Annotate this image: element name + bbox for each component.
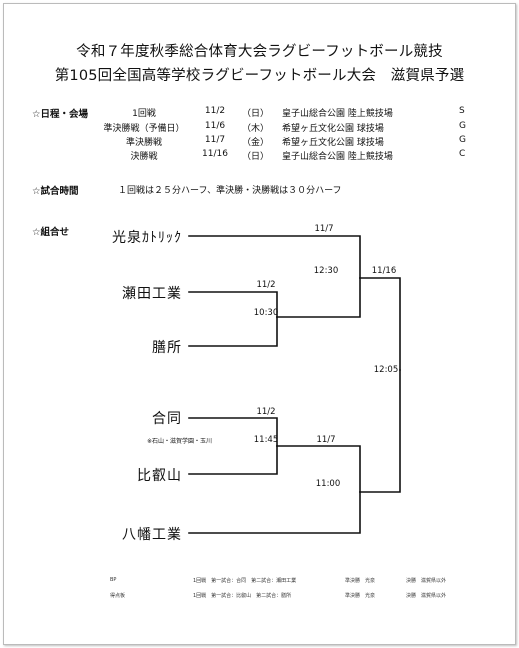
bracket-line-koisen [188,235,361,279]
sf-top-time: 12:30 [313,266,339,276]
page-subtitle: 第105回全国高等学校ラグビーフットボール大会 滋賀県予選 [54,68,465,84]
footer-r1-label: BP [110,577,117,583]
schedule-round: 決勝戦 [130,152,158,162]
team-zeze: 膳所 [152,340,182,356]
footer-r1-sf: 準決勝 光泉 [345,578,376,584]
footer-r2-games: 1回戦 第一試合：比叡山 第二試合：膳所 [193,593,292,599]
final-date: 11/16 [371,266,397,276]
r1-bot-time: 11:45 [253,435,279,445]
schedule-date: 11/16 [202,149,228,159]
schedule-heading: ☆日程・会場 [32,109,89,120]
bracket-heading: ☆組合せ [32,227,70,238]
footer-r2-label: 得点板 [110,593,126,599]
r1-top-time: 10:30 [253,308,279,318]
schedule-date: 11/6 [204,121,226,131]
schedule-code: S [459,106,465,116]
bracket-line-hieizan [188,445,278,475]
final-time: 12:05 [373,365,399,375]
team-hachiman-kogyo: 八幡工業 [122,527,182,543]
schedule-round: 1回戦 [132,109,156,119]
bracket-line-hachiman [188,491,361,534]
schedule-date: 11/2 [204,106,226,116]
match-duration-text: １回戦は２５分ハーフ、準決勝・決勝戦は３０分ハーフ [118,186,342,196]
schedule-round: 準決勝戦 [125,138,162,148]
footer-r1-final: 決勝 滋賀県以外 [406,578,447,584]
footer-r2-final: 決勝 滋賀県以外 [406,593,447,599]
schedule-date: 11/7 [204,135,226,145]
footer-r2-sf: 準決勝 光泉 [345,593,376,599]
schedule-round: 準決勝戦（予備日） [103,124,185,134]
schedule-code: C [459,149,466,159]
footer-r1-games: 1回戦 第一試合：合同 第二試合：瀬田工業 [193,578,297,584]
page-frame [3,3,516,645]
team-koisen-catholic: 光泉ｶﾄﾘｯｸ [112,230,182,246]
sf-top-date: 11/7 [314,224,334,234]
bracket-line-r1-top-winner [276,277,361,318]
schedule-code: G [459,121,466,131]
sf-bot-date: 11/7 [316,435,336,445]
team-hieizan: 比叡山 [137,468,182,484]
schedule-day: （木） [242,124,270,134]
time-heading: ☆試合時間 [32,186,79,197]
bracket-line-godo [188,417,278,447]
page-title: 令和７年度秋季総合体育大会ラグビーフットボール競技 [76,44,443,60]
schedule-venue: 希望ヶ丘文化公園 球技場 [282,138,384,148]
schedule-day: （金） [242,138,270,148]
joint-team-note: ※石山・滋賀学園・玉川 [146,438,212,445]
team-seta-kogyo: 瀬田工業 [122,286,182,302]
schedule-day: （日） [242,152,270,162]
team-godo: 合同 [152,411,182,427]
r1-bot-date: 11/2 [256,407,276,417]
bracket-line-sf-bot-winner [359,369,401,493]
schedule-code: G [459,135,466,145]
bracket-line-sf-top-winner [359,277,401,371]
schedule-venue: 皇子山総合公園 陸上競技場 [282,109,393,119]
schedule-venue: 希望ヶ丘文化公園 球技場 [282,124,384,134]
schedule-day: （日） [242,109,270,119]
schedule-venue: 皇子山総合公園 陸上競技場 [282,152,393,162]
bracket-line-r1-bot-winner [276,445,361,493]
bracket-line-zeze [188,316,278,347]
sf-bot-time: 11:00 [315,479,341,489]
r1-top-date: 11/2 [256,280,276,290]
bracket-line-seta [188,291,278,318]
